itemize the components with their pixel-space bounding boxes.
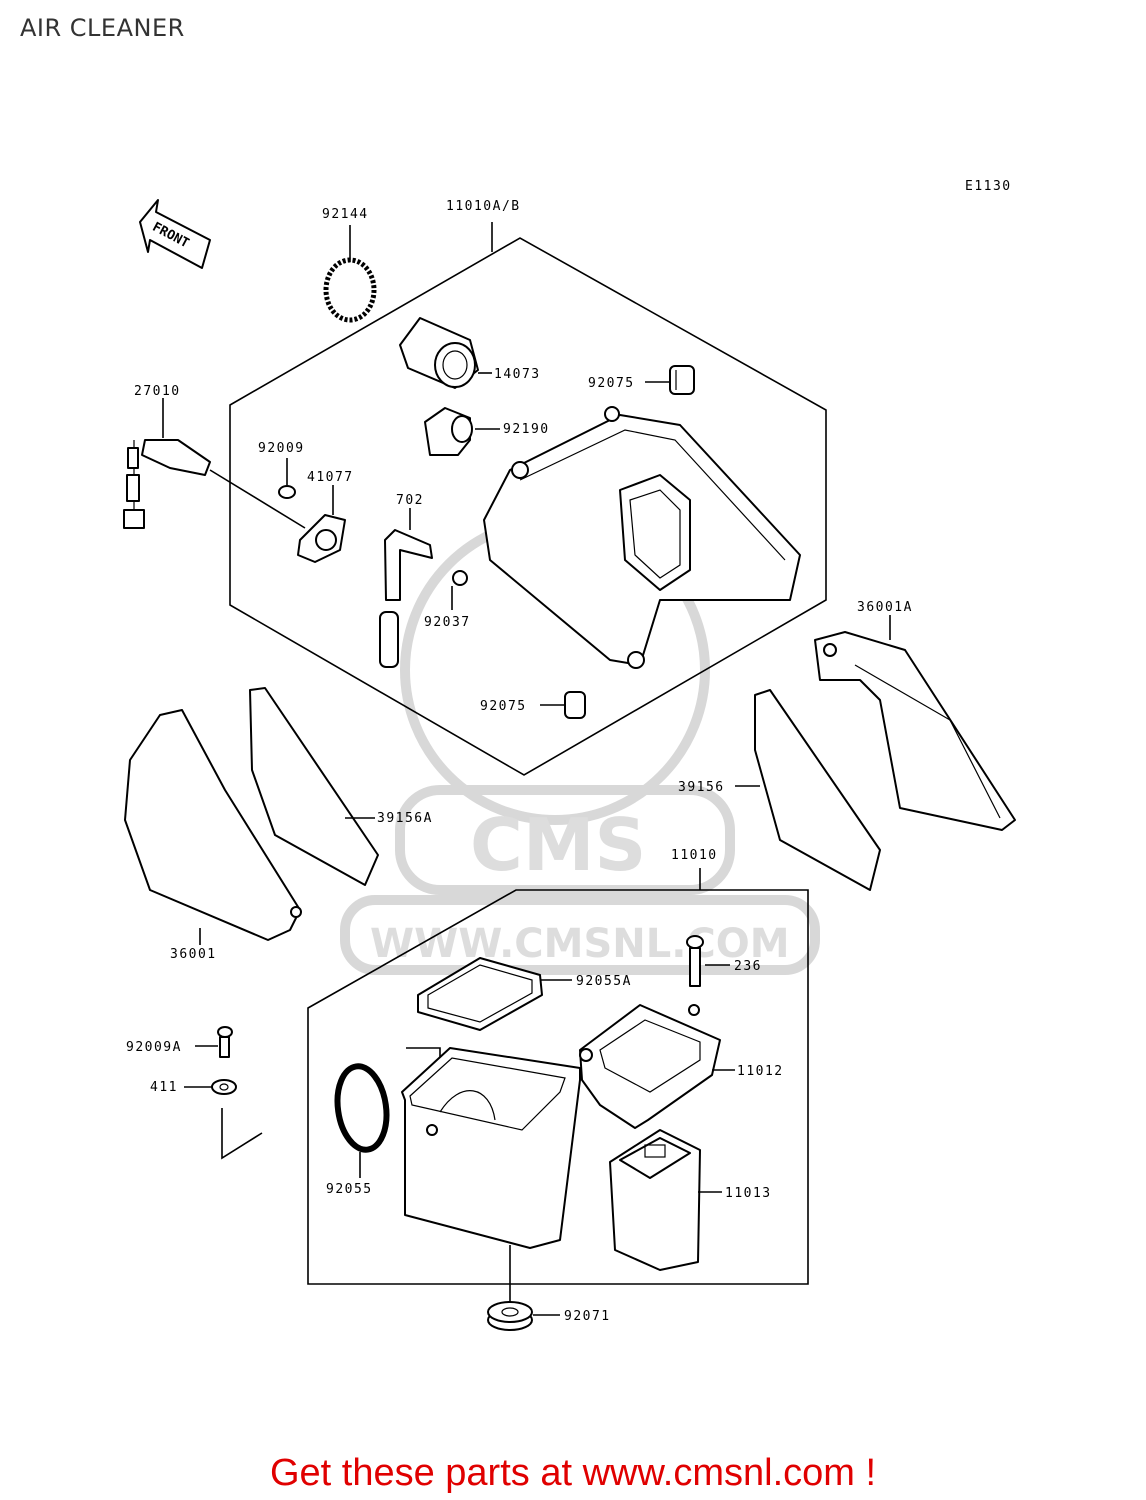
label-11012: 11012 xyxy=(737,1064,784,1079)
elbow-fitting-icon xyxy=(424,407,500,456)
label-11013: 11013 xyxy=(725,1186,772,1201)
breather-hose-icon xyxy=(379,508,433,668)
label-92037: 92037 xyxy=(424,615,471,630)
clip-92037-icon xyxy=(451,570,468,610)
grommet-92071-icon xyxy=(487,1301,560,1331)
bolt-236-icon xyxy=(686,935,730,987)
intake-boot-icon xyxy=(399,317,492,389)
front-arrow-icon: FRONT xyxy=(139,199,211,269)
label-14073: 14073 xyxy=(494,367,541,382)
label-92055: 92055 xyxy=(326,1182,373,1197)
upper-housing-outline xyxy=(229,222,827,776)
sensor-switch-icon xyxy=(123,398,306,529)
part-labels: 92144 11010A/B 14073 92075 27010 92190 9… xyxy=(126,199,913,1324)
grommet-upper-icon xyxy=(645,365,695,395)
filter-element-left-icon xyxy=(249,687,379,886)
grommet-lower-icon xyxy=(540,691,586,719)
label-92055a: 92055A xyxy=(576,974,632,989)
gasket-92055a-icon xyxy=(417,957,572,1031)
lower-box-body-icon xyxy=(401,1047,581,1304)
side-cover-right-icon xyxy=(814,615,1016,831)
screw-92009-icon xyxy=(278,458,296,499)
label-36001: 36001 xyxy=(170,947,217,962)
air-cleaner-housing-icon xyxy=(483,406,801,669)
label-27010: 27010 xyxy=(134,384,181,399)
label-92075-lower: 92075 xyxy=(480,699,527,714)
label-39156a: 39156A xyxy=(377,811,433,826)
footer-link[interactable]: Get these parts at www.cmsnl.com ! xyxy=(269,1452,877,1494)
spring-clamp-icon xyxy=(323,225,377,323)
label-92144: 92144 xyxy=(322,207,369,222)
label-92075-upper: 92075 xyxy=(588,376,635,391)
filter-element-right-icon xyxy=(735,689,881,891)
filter-cover-11012-icon xyxy=(579,1004,735,1129)
page-title: AIR CLEANER xyxy=(20,14,185,42)
screw-92009a-icon xyxy=(195,1026,233,1058)
washer-411-icon xyxy=(184,1079,263,1160)
plate-41077-icon xyxy=(297,485,346,563)
label-702: 702 xyxy=(396,493,424,508)
label-11010ab: 11010A/B xyxy=(446,199,521,214)
lower-box-outline xyxy=(307,868,809,1285)
label-92009a: 92009A xyxy=(126,1040,182,1055)
label-411: 411 xyxy=(150,1080,178,1095)
diagram-code: E1130 xyxy=(965,179,1012,194)
label-11010: 11010 xyxy=(671,848,718,863)
watermark-brand: CMS xyxy=(470,803,646,887)
filter-element-11013-icon xyxy=(609,1129,722,1271)
label-39156: 39156 xyxy=(678,780,725,795)
label-236: 236 xyxy=(734,959,762,974)
label-36001a: 36001A xyxy=(857,600,913,615)
label-92009: 92009 xyxy=(258,441,305,456)
o-ring-92055-icon xyxy=(334,1063,390,1178)
label-92190: 92190 xyxy=(503,422,550,437)
label-92071: 92071 xyxy=(564,1309,611,1324)
label-41077: 41077 xyxy=(307,470,354,485)
side-cover-left-icon xyxy=(124,709,302,945)
watermark-url: WWW.CMSNL.COM xyxy=(370,921,790,967)
